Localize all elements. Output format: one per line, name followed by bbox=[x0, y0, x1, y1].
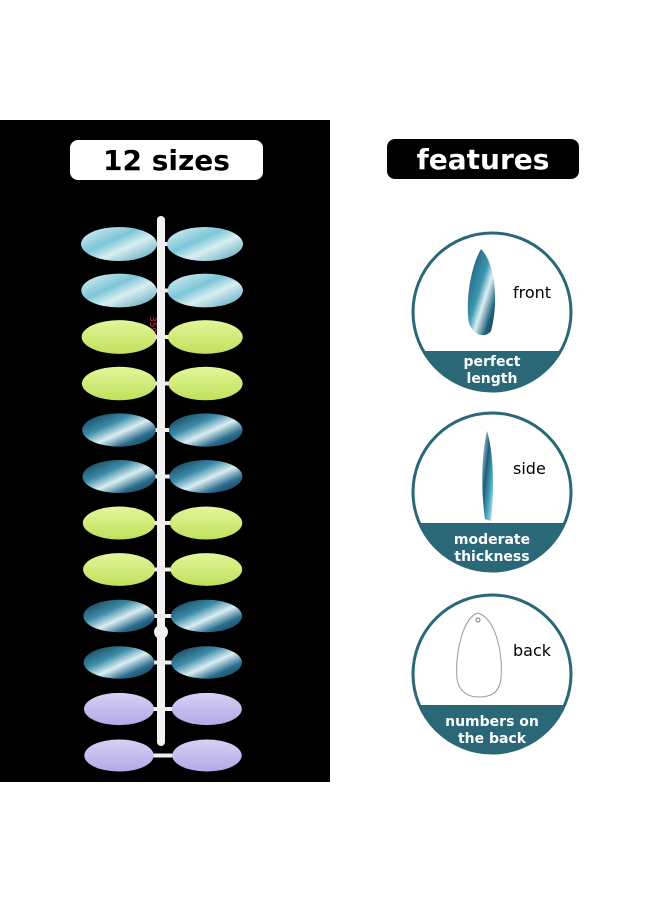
press-on-nail bbox=[169, 459, 243, 494]
nail-connector bbox=[135, 242, 187, 246]
feature-back: back numbers on the back bbox=[411, 593, 573, 755]
nail-connector bbox=[135, 428, 187, 432]
press-on-nail bbox=[81, 320, 157, 354]
front-caption: perfect length bbox=[411, 354, 573, 388]
feature-front: front perfect length bbox=[411, 231, 573, 393]
press-on-nail bbox=[171, 646, 242, 679]
press-on-nail bbox=[84, 692, 154, 726]
press-on-nail bbox=[167, 320, 243, 354]
tray-stem bbox=[157, 216, 165, 746]
press-on-nail bbox=[81, 227, 157, 261]
press-on-nail bbox=[167, 273, 243, 308]
press-on-nail bbox=[84, 739, 154, 772]
back-nail-outline bbox=[456, 612, 502, 698]
press-on-nail bbox=[81, 273, 157, 308]
nail-connector bbox=[135, 335, 187, 339]
press-on-nail bbox=[170, 553, 243, 586]
side-label: side bbox=[513, 459, 546, 478]
press-on-nail bbox=[83, 599, 155, 633]
sizes-title-badge: 12 sizes bbox=[70, 140, 263, 180]
front-caption-line1: perfect bbox=[463, 354, 521, 370]
side-nail-image bbox=[482, 431, 494, 521]
back-label: back bbox=[513, 641, 552, 660]
back-caption: numbers on the back bbox=[411, 714, 573, 748]
nail-connector bbox=[135, 288, 187, 293]
press-on-nail bbox=[167, 227, 243, 261]
nail-connector bbox=[135, 381, 187, 386]
side-caption-line2: thickness bbox=[454, 549, 530, 565]
press-on-nail bbox=[81, 366, 157, 401]
press-on-nail bbox=[168, 366, 243, 401]
press-on-nail bbox=[82, 413, 156, 447]
nail-connector bbox=[135, 614, 187, 618]
press-on-nail bbox=[82, 506, 156, 540]
press-on-nail bbox=[83, 646, 155, 679]
press-on-nail bbox=[168, 413, 243, 447]
feature-back-graphic bbox=[411, 593, 573, 755]
nail-connector bbox=[135, 521, 187, 525]
tray-size-stamp: 359 bbox=[147, 316, 157, 333]
press-on-nail bbox=[82, 459, 156, 494]
feature-front-graphic bbox=[411, 231, 573, 393]
press-on-nail bbox=[169, 506, 243, 540]
features-title: features bbox=[416, 142, 550, 176]
press-on-nail bbox=[83, 553, 155, 586]
front-label: front bbox=[513, 283, 552, 302]
nail-connector bbox=[135, 753, 187, 758]
nail-rows bbox=[81, 227, 243, 772]
back-caption-line2: the back bbox=[457, 731, 527, 747]
tray-knob bbox=[154, 625, 168, 639]
product-photo-panel: 12 sizes bbox=[0, 120, 330, 782]
features-title-badge: features bbox=[387, 139, 579, 179]
nail-connector bbox=[135, 474, 187, 479]
side-caption: moderate thickness bbox=[411, 532, 573, 566]
press-on-nail bbox=[171, 692, 242, 726]
sizes-title: 12 sizes bbox=[103, 143, 230, 177]
press-on-nail bbox=[170, 599, 243, 633]
nail-connector bbox=[135, 660, 187, 665]
nail-connector bbox=[135, 567, 187, 572]
nail-connector bbox=[135, 707, 187, 711]
back-caption-line1: numbers on bbox=[445, 714, 539, 730]
front-caption-line2: length bbox=[466, 371, 518, 387]
front-nail-image bbox=[467, 249, 496, 336]
side-caption-line1: moderate bbox=[453, 532, 531, 548]
feature-side-graphic bbox=[411, 411, 573, 573]
press-on-nail bbox=[172, 739, 242, 772]
feature-side: side moderate thickness bbox=[411, 411, 573, 573]
nail-tray: 359 bbox=[81, 216, 243, 772]
